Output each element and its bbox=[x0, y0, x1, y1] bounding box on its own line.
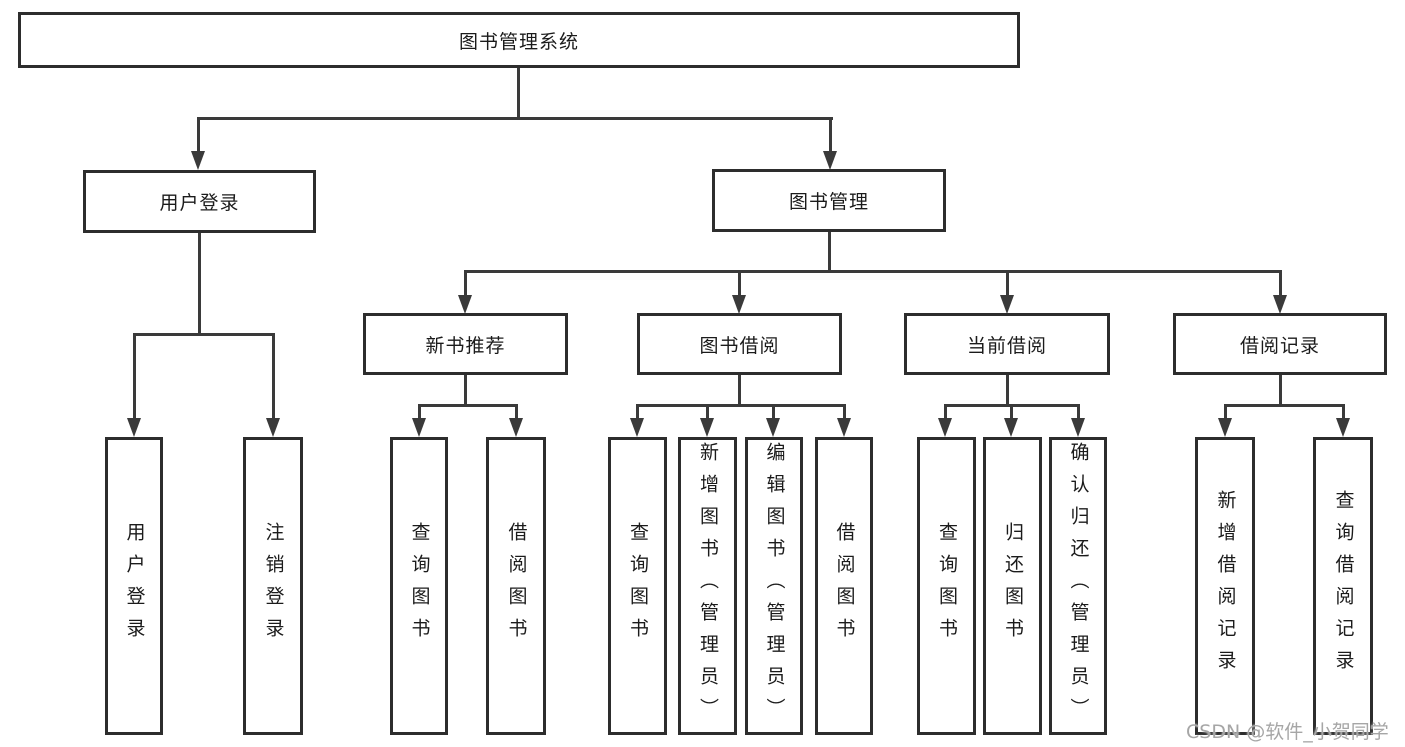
connector-line bbox=[738, 375, 741, 406]
leaf-query-books-recommend: 查询图书 bbox=[390, 437, 448, 735]
leaf-logout-label: 注销登录 bbox=[262, 522, 285, 650]
leaf-query-borrow-record: 查询借阅记录 bbox=[1313, 437, 1373, 735]
leaf-logout: 注销登录 bbox=[243, 437, 303, 735]
node-root: 图书管理系统 bbox=[18, 12, 1020, 68]
connector-line bbox=[1077, 404, 1080, 420]
connector-line bbox=[418, 404, 421, 420]
node-borrowing-records-label: 借阅记录 bbox=[1239, 334, 1320, 357]
connector-line bbox=[1224, 404, 1227, 420]
connector-line bbox=[464, 270, 1282, 273]
arrow-down-icon bbox=[1273, 295, 1287, 314]
leaf-borrow-books-recommend: 借阅图书 bbox=[486, 437, 546, 735]
connector-line bbox=[843, 404, 846, 420]
arrow-down-icon bbox=[266, 418, 280, 437]
leaf-borrow-books-recommend-label: 借阅图书 bbox=[505, 522, 528, 650]
leaf-edit-books-admin: 编辑图书（管理员） bbox=[745, 437, 803, 735]
connector-line bbox=[197, 117, 200, 153]
arrow-down-icon bbox=[509, 418, 523, 437]
leaf-borrow-books-borrowing: 借阅图书 bbox=[815, 437, 873, 735]
connector-line bbox=[517, 68, 520, 120]
leaf-borrow-books-borrowing-label: 借阅图书 bbox=[833, 522, 856, 650]
node-book-borrowing-label: 图书借阅 bbox=[699, 334, 780, 357]
node-book-borrowing: 图书借阅 bbox=[637, 313, 842, 375]
arrow-down-icon bbox=[732, 295, 746, 314]
leaf-add-books-admin: 新增图书（管理员） bbox=[678, 437, 737, 735]
node-borrowing-records: 借阅记录 bbox=[1173, 313, 1387, 375]
arrow-down-icon bbox=[1004, 418, 1018, 437]
connector-line bbox=[828, 231, 831, 272]
connector-line bbox=[1342, 404, 1345, 420]
connector-line bbox=[464, 375, 467, 406]
leaf-user-login: 用户登录 bbox=[105, 437, 163, 735]
connector-line bbox=[772, 404, 775, 420]
leaf-add-borrow-record: 新增借阅记录 bbox=[1195, 437, 1255, 735]
connector-line bbox=[1279, 375, 1282, 406]
node-current-borrowing-label: 当前借阅 bbox=[966, 334, 1047, 357]
leaf-query-books-current: 查询图书 bbox=[917, 437, 976, 735]
connector-line bbox=[636, 404, 846, 407]
leaf-return-books-label: 归还图书 bbox=[1002, 522, 1024, 650]
node-book-management: 图书管理 bbox=[712, 169, 946, 232]
node-root-label: 图书管理系统 bbox=[458, 30, 579, 53]
arrow-down-icon bbox=[630, 418, 644, 437]
leaf-query-books-current-label: 查询图书 bbox=[936, 522, 958, 650]
arrow-down-icon bbox=[823, 151, 837, 170]
arrow-down-icon bbox=[127, 418, 141, 437]
node-user-login: 用户登录 bbox=[83, 170, 316, 233]
leaf-query-borrow-record-label: 查询借阅记录 bbox=[1332, 490, 1355, 682]
arrow-down-icon bbox=[700, 418, 714, 437]
connector-line bbox=[1006, 270, 1009, 297]
connector-line bbox=[829, 117, 832, 153]
connector-line bbox=[1010, 404, 1013, 420]
leaf-add-borrow-record-label: 新增借阅记录 bbox=[1214, 490, 1237, 682]
csdn-watermark: CSDN @软件_小贺同学 bbox=[1186, 721, 1389, 743]
connector-line bbox=[738, 270, 741, 297]
arrow-down-icon bbox=[1218, 418, 1232, 437]
arrow-down-icon bbox=[766, 418, 780, 437]
arrow-down-icon bbox=[191, 151, 205, 170]
node-new-book-recommend-label: 新书推荐 bbox=[425, 334, 506, 357]
connector-line bbox=[515, 404, 518, 420]
leaf-query-books-recommend-label: 查询图书 bbox=[408, 522, 431, 650]
arrow-down-icon bbox=[1000, 295, 1014, 314]
connector-line bbox=[197, 117, 833, 120]
node-user-login-label: 用户登录 bbox=[159, 192, 240, 214]
connector-line bbox=[1006, 375, 1009, 406]
arrow-down-icon bbox=[458, 295, 472, 314]
leaf-add-books-admin-label: 新增图书（管理员） bbox=[697, 442, 719, 730]
connector-line bbox=[133, 333, 275, 336]
leaf-confirm-return-admin: 确认归还（管理员） bbox=[1049, 437, 1107, 735]
connector-line bbox=[706, 404, 709, 420]
leaf-query-books-borrowing-label: 查询图书 bbox=[627, 522, 649, 650]
connector-line bbox=[198, 233, 201, 335]
leaf-confirm-return-admin-label: 确认归还（管理员） bbox=[1067, 442, 1090, 730]
leaf-user-login-label: 用户登录 bbox=[123, 522, 146, 650]
leaf-return-books: 归还图书 bbox=[983, 437, 1042, 735]
connector-line bbox=[272, 333, 275, 420]
arrow-down-icon bbox=[1071, 418, 1085, 437]
arrow-down-icon bbox=[837, 418, 851, 437]
connector-line bbox=[636, 404, 639, 420]
connector-line bbox=[464, 270, 467, 297]
arrow-down-icon bbox=[938, 418, 952, 437]
node-current-borrowing: 当前借阅 bbox=[904, 313, 1110, 375]
node-new-book-recommend: 新书推荐 bbox=[363, 313, 568, 375]
connector-line bbox=[944, 404, 947, 420]
arrow-down-icon bbox=[1336, 418, 1350, 437]
leaf-query-books-borrowing: 查询图书 bbox=[608, 437, 667, 735]
connector-line bbox=[133, 333, 136, 420]
node-book-management-label: 图书管理 bbox=[788, 191, 869, 213]
leaf-edit-books-admin-label: 编辑图书（管理员） bbox=[763, 442, 786, 730]
arrow-down-icon bbox=[412, 418, 426, 437]
connector-line bbox=[418, 404, 518, 407]
connector-line bbox=[1224, 404, 1345, 407]
connector-line bbox=[1279, 270, 1282, 297]
